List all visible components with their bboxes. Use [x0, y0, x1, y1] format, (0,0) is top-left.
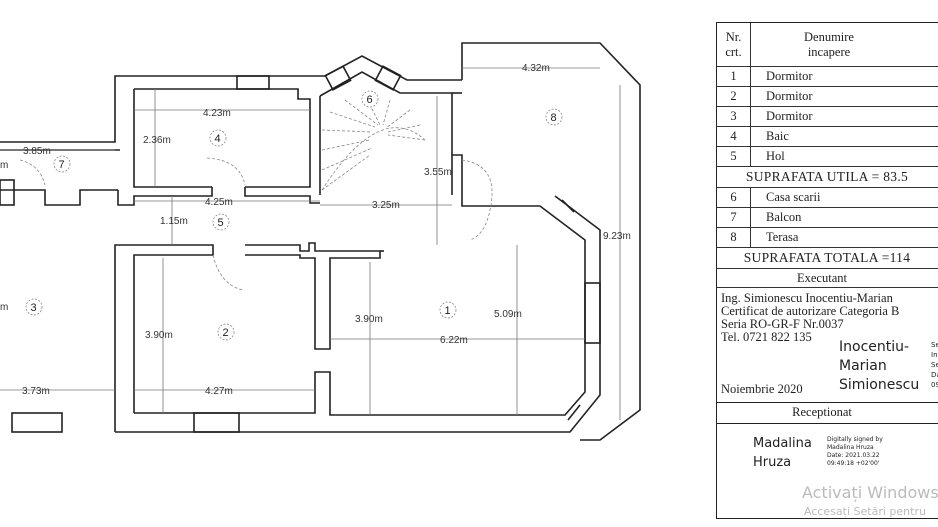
executant-block: Ing. Simionescu Inocentiu-Marian Certifi… — [717, 288, 938, 403]
dim-label: 4.25m — [205, 197, 233, 208]
signature-meta-line: Madalina Hruza — [827, 444, 874, 451]
header-incapere: incapere — [807, 44, 851, 59]
signature-line: Hruza — [753, 455, 792, 470]
table-row: 4 Baic — [717, 127, 938, 147]
receptionat-signature-meta: Digitally signed by Madalina Hruza Date:… — [827, 436, 883, 468]
executant-signature: Inocentiu- Marian Simionescu — [839, 338, 919, 395]
executant-title: Executant — [717, 269, 938, 288]
dim-label: 4.32m — [522, 63, 550, 74]
table-row: 1 Dormitor — [717, 67, 938, 87]
executant-phone: Tel. 0721 822 135 — [721, 330, 812, 344]
header-nr: Nr. — [725, 29, 742, 44]
floor-plan: 4.23m 2.36m 3.85m m 4.25m 1.15m 3.25m 3.… — [0, 42, 641, 441]
row-name: Balcon — [766, 210, 802, 224]
dim-label: 3.90m — [145, 330, 173, 341]
receptionat-signature: Madalina Hruza — [753, 434, 812, 472]
receptionat-title: Receptionat — [717, 403, 938, 424]
row-nr: 6 — [717, 188, 751, 207]
dim-label: 4.23m — [203, 108, 231, 119]
windows-activation-hint: Accesați Setări pentru — [804, 505, 926, 518]
executant-series: Seria RO-GR-F Nr.0037 — [721, 317, 844, 331]
header-crt: crt. — [725, 44, 742, 59]
receptionat-block: Madalina Hruza Digitally signed by Madal… — [717, 424, 938, 518]
table-row: 3 Dormitor — [717, 107, 938, 127]
dim-label: 3.73m — [22, 386, 50, 397]
windows-activation-watermark: Activați Windows — [802, 483, 938, 502]
row-name: Dormitor — [766, 109, 813, 123]
signature-meta-line: 09:49:18 +02'00' — [827, 460, 880, 467]
executant-name: Ing. Simionescu Inocentiu-Marian — [721, 291, 893, 305]
room-number-3: 3 — [31, 302, 37, 314]
executant-certificate: Certificat de autorizare Categoria B — [721, 304, 900, 318]
room-number-7: 7 — [59, 159, 65, 171]
room-number-2: 2 — [223, 327, 229, 339]
row-name: Casa scarii — [766, 190, 821, 204]
dim-label: 2.36m — [143, 135, 171, 146]
dim-label: 4.27m — [205, 386, 233, 397]
dim-label: 9.23m — [603, 231, 631, 242]
row-name: Baic — [766, 129, 789, 143]
dim-label: 3.55m — [424, 167, 452, 178]
room-number-5: 5 — [218, 217, 224, 229]
header-denumire: Denumire — [804, 29, 854, 44]
room-number-4: 4 — [215, 133, 221, 145]
row-nr: 8 — [717, 228, 751, 247]
room-number-8: 8 — [551, 112, 557, 124]
row-nr: 2 — [717, 87, 751, 106]
table-row: 8 Terasa — [717, 228, 938, 248]
suprafata-totala: SUPRAFATA TOTALA =114 — [717, 248, 938, 269]
dim-label: 3.85m — [23, 146, 51, 157]
dimension-lines — [0, 67, 621, 420]
stairs-and-doors — [19, 94, 493, 291]
dimension-labels: 4.23m 2.36m 3.85m m 4.25m 1.15m 3.25m 3.… — [0, 63, 631, 397]
dim-label: 3.25m — [372, 200, 400, 211]
signature-meta-line: Digitally signed by — [827, 436, 883, 443]
signature-line: Simionescu — [839, 377, 920, 393]
row-nr: 1 — [717, 67, 751, 86]
row-name: Terasa — [766, 230, 799, 244]
dim-label: 5.09m — [494, 309, 522, 320]
signature-meta-line: In — [931, 351, 938, 359]
row-nr: 5 — [717, 147, 751, 166]
signature-meta-line: Date: 2021.03.22 — [827, 452, 880, 459]
signature-line: Marian — [839, 358, 887, 374]
executant-date: Noiembrie 2020 — [721, 382, 803, 396]
room-number-1: 1 — [445, 305, 451, 317]
table-row: 5 Hol — [717, 147, 938, 167]
signature-line: Madalina — [753, 436, 812, 451]
row-name: Dormitor — [766, 69, 813, 83]
row-nr: 4 — [717, 127, 751, 146]
room-number-6: 6 — [367, 94, 373, 106]
dim-label: m — [0, 302, 8, 313]
signature-meta-line: Da — [931, 371, 938, 379]
room-numbers: 1 2 3 4 5 6 7 8 — [25, 90, 563, 341]
dim-label: 6.22m — [440, 335, 468, 346]
row-name: Hol — [766, 149, 785, 163]
row-nr: 7 — [717, 208, 751, 227]
signature-meta-line: 09 — [931, 381, 938, 389]
signature-line: Inocentiu- — [839, 339, 910, 355]
dim-label: m — [0, 160, 8, 171]
table-row: 7 Balcon — [717, 208, 938, 228]
row-nr: 3 — [717, 107, 751, 126]
row-name: Dormitor — [766, 89, 813, 103]
walls — [0, 42, 641, 441]
dim-label: 1.15m — [160, 216, 188, 227]
executant-signature-meta: Se In Se Da 09 — [931, 340, 938, 390]
signature-meta-line: Se — [931, 341, 938, 349]
signature-meta-line: Se — [931, 361, 938, 369]
table-row: 6 Casa scarii — [717, 188, 938, 208]
dim-label: 3.90m — [355, 314, 383, 325]
suprafata-utila: SUPRAFATA UTILA = 83.5 — [717, 167, 938, 188]
table-row: 2 Dormitor — [717, 87, 938, 107]
